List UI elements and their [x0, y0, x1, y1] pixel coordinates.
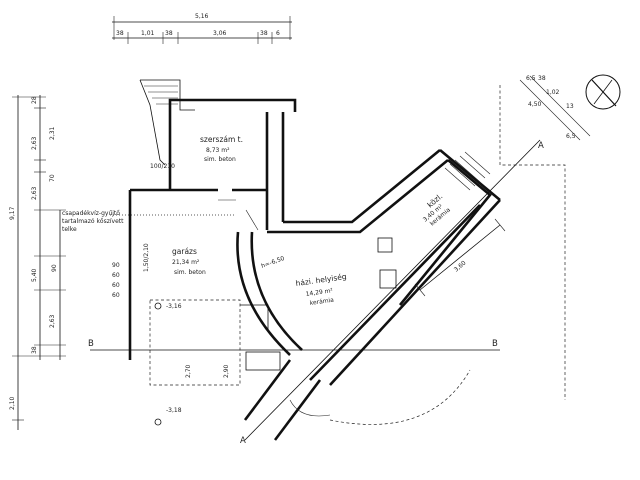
dim-small-2: 2,90	[223, 364, 230, 378]
level-2: -3,18	[166, 407, 182, 414]
dim-small-1: 2,70	[185, 364, 192, 378]
dim-left-9: 38	[31, 346, 38, 354]
room-garage-name: garázs	[172, 247, 197, 256]
dim-right-2: 38	[538, 75, 546, 82]
dim-door-b: 1,50/2,10	[143, 243, 150, 272]
dim-garage-4: 60	[112, 292, 120, 299]
dim-right-1: 6,5	[526, 75, 536, 82]
hall-level: h=-6,50	[260, 255, 285, 270]
dim-left-3: 2,31	[49, 126, 56, 140]
section-b-left: B	[88, 339, 94, 349]
room-tool-floor: sim. beton	[204, 156, 236, 163]
dim-right-6: 6,5	[566, 133, 576, 140]
section-a-top: A	[538, 141, 544, 151]
misc-labels: 100/210 1,50/2,10 90 60 60 60 -3,16 -3,1…	[112, 163, 286, 426]
right-dimensions: 6,5 38 1,02 4,50 13 6,5	[519, 75, 591, 141]
room-hall-floor: kerámia	[309, 297, 334, 307]
dim-right-4: 4,50	[528, 101, 542, 108]
dim-left-5: 2,63	[31, 186, 38, 200]
dim-overall-top: 5,16	[195, 13, 209, 20]
dim-top-1: 38	[116, 30, 124, 37]
note-line-3: telke	[62, 226, 77, 233]
dim-left-7: 5,40	[31, 268, 38, 282]
room-hall-area: 14,29 m²	[305, 287, 334, 298]
dim-left-8: 2,63	[49, 314, 56, 328]
exterior-stairs	[139, 79, 195, 166]
north-arrow-icon	[585, 74, 621, 110]
room-tool-name: szerszám t.	[200, 135, 243, 144]
dim-right-3: 1,02	[546, 89, 560, 96]
walls	[128, 98, 501, 441]
section-a-bottom: A	[240, 436, 246, 446]
dim-right-5: 13	[566, 103, 574, 110]
room-garage-area: 21,34 m²	[172, 259, 200, 266]
section-lines: B B A A	[88, 139, 544, 446]
level-1: -3,16	[166, 303, 182, 310]
dim-garage-1: 90	[112, 262, 120, 269]
dim-left-2: 2,63	[31, 136, 38, 150]
dim-top-2: 1,01	[141, 30, 155, 37]
dim-top-5: 38	[260, 30, 268, 37]
dim-left-6: 90	[51, 264, 58, 272]
dim-door-a: 100/210	[150, 163, 175, 170]
dim-top-4: 3,06	[213, 30, 227, 37]
dim-garage-3: 60	[112, 282, 120, 289]
dim-left-bottom: 2,10	[9, 396, 16, 410]
note-line-1: csapadékvíz-gyűjtő	[62, 210, 120, 217]
dim-garage-2: 60	[112, 272, 120, 279]
dim-top-6: 6	[276, 30, 280, 37]
dim-left-1: 28	[31, 96, 38, 104]
left-dimensions: 9,17 28 2,63 2,31 70 2,63 90 5,40 2,63 3…	[9, 95, 66, 430]
room-garage: garázs 21,34 m² sim. beton	[172, 247, 206, 276]
room-tool: szerszám t. 8,73 m² sim. beton	[200, 135, 243, 163]
room-garage-floor: sim. beton	[174, 269, 206, 276]
dim-left-4: 70	[49, 174, 56, 182]
passage-stairs	[444, 151, 491, 191]
section-b-right: B	[492, 339, 498, 349]
interior-details	[218, 199, 397, 417]
dim-overall-left: 9,17	[9, 206, 16, 220]
room-tool-area: 8,73 m²	[206, 147, 230, 154]
room-passage: közl. 3,40 m² kerámia	[422, 192, 452, 228]
site-outline	[149, 85, 566, 425]
level-1-marker	[154, 302, 162, 310]
drainage-note: csapadékvíz-gyűjtő tartalmazó kőszívett …	[62, 210, 235, 233]
note-line-2: tartalmazó kőszívett	[62, 218, 124, 225]
room-hall: házi. helyiség 14,29 m² kerámia	[295, 272, 347, 307]
dim-top-3: 38	[165, 30, 173, 37]
top-dimensions: 5,16 38 1,01 38 3,06 38 6	[112, 13, 292, 44]
level-2-marker	[154, 418, 162, 426]
room-hall-name: házi. helyiség	[295, 272, 347, 288]
